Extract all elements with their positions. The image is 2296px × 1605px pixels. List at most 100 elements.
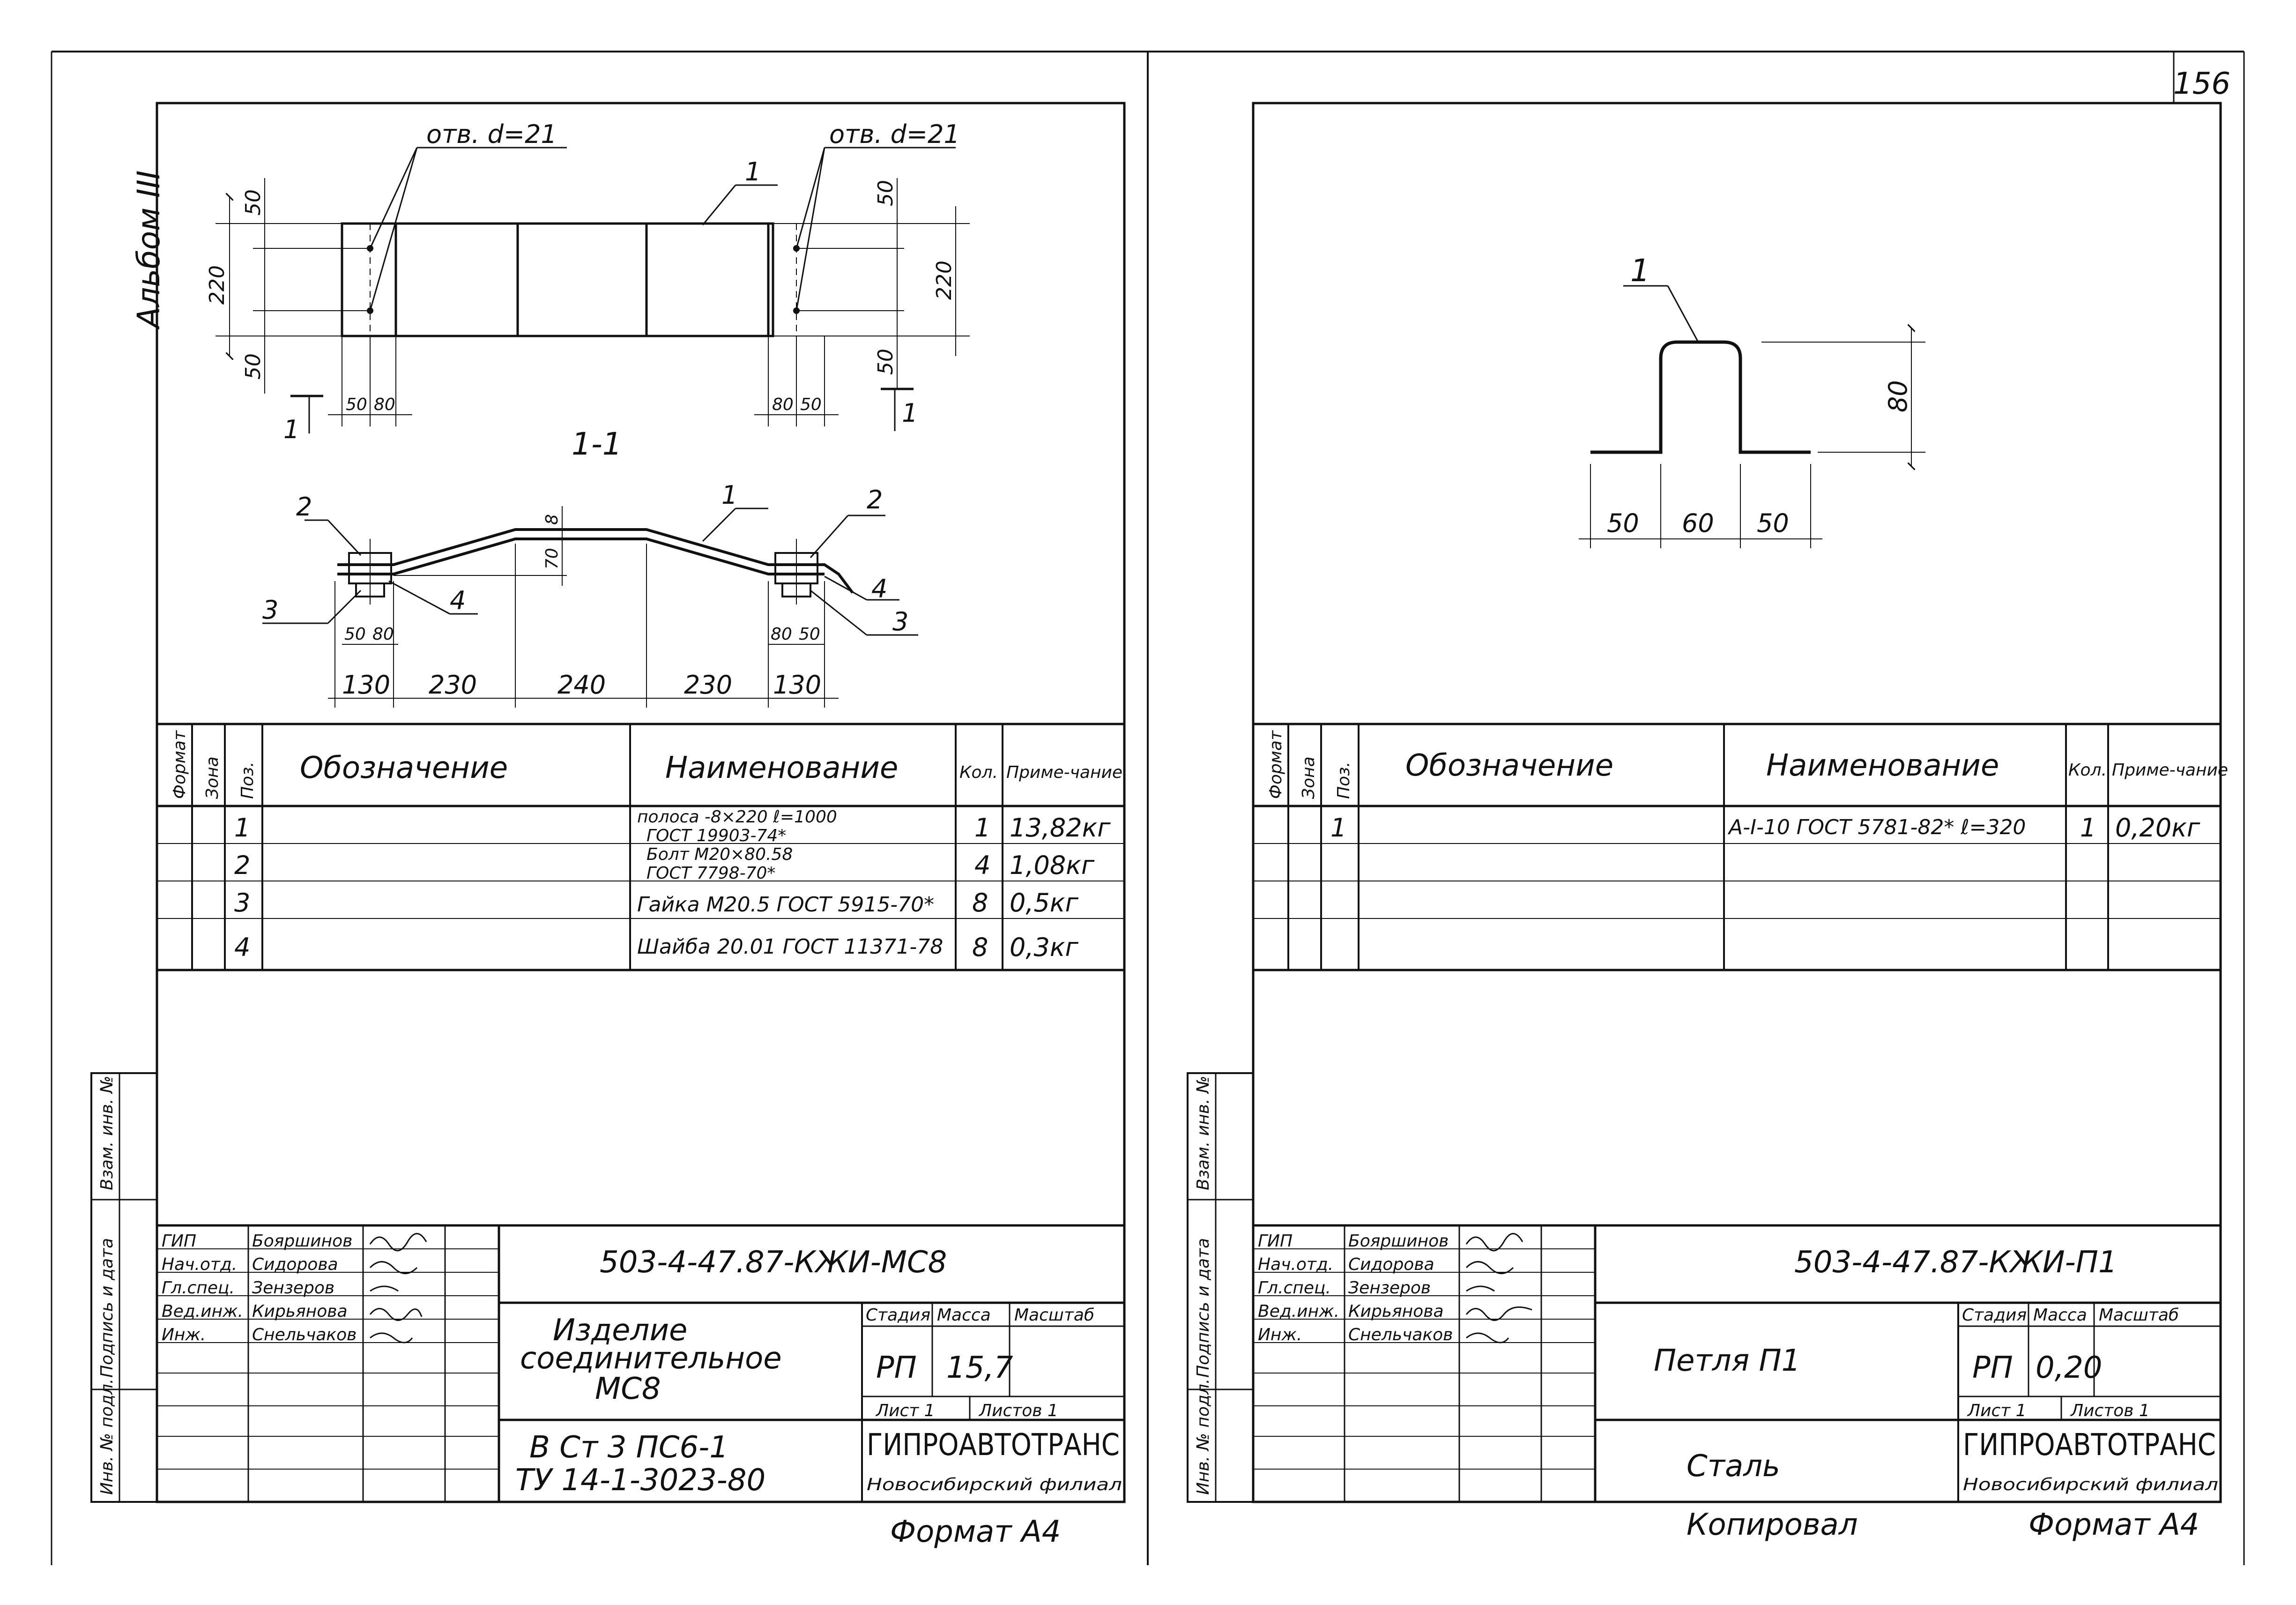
row2-name2: ГОСТ 7798-70* (646, 864, 775, 883)
tb-org: ГИПРОАВТОТРАНС (867, 1428, 1120, 1463)
hdr-note: Приме-чание (1006, 763, 1122, 782)
row1-note: 13,82кг (1010, 813, 1111, 843)
left-sheet: Альбом III отв. d=21 отв. d=21 (90, 102, 1126, 1549)
dim-plan-80-right: 80 (772, 395, 794, 414)
dim-plan-50-right: 50 (800, 395, 822, 414)
hdr-qty: Кол. (959, 763, 998, 782)
r-tb-sheets: Листов 1 (2070, 1401, 2150, 1420)
row2-name: Болт М20×80.58 (646, 845, 793, 864)
copied-by: Копировал (1687, 1508, 1858, 1542)
dim-8: 8 (542, 514, 562, 525)
right-spec-table: Формат Зона Поз. Обозначение Наименовани… (1253, 723, 2228, 971)
r-tb-name-3: Кирьянова (1348, 1302, 1444, 1321)
tb-name-0: Бояршинов (252, 1232, 352, 1251)
sec-pos-2-right: 2 (867, 485, 883, 515)
left-spec-table: Формат Зона Поз. Обозначение Наименовани… (157, 723, 1124, 971)
tb-material-1: ТУ 14-1-3023-80 (515, 1463, 765, 1498)
tb-role-3: Вед.инж. (162, 1302, 243, 1321)
dim-chain-130-right: 130 (773, 670, 821, 700)
sec-pos-2-left: 2 (296, 492, 312, 522)
loop-dim-80: 80 (1883, 380, 1913, 412)
loop-dim-50b: 50 (1757, 508, 1789, 538)
loop-drawing: 1 80 50 60 50 (1579, 253, 1925, 548)
tb-title-line-0: Изделие (553, 1313, 687, 1348)
sec-pos-3-left: 3 (262, 595, 278, 625)
row1-name: полоса -8×220 ℓ=1000 (637, 807, 837, 827)
r-tb-name-2: Зензеров (1348, 1278, 1431, 1298)
section-view: 2 3 4 1 2 4 3 8 70 50 80 (262, 480, 918, 708)
row3-name: Гайка М20.5 ГОСТ 5915-70* (637, 893, 934, 917)
album-label: Альбом III (131, 171, 167, 330)
tb-role-0: ГИП (162, 1232, 196, 1251)
left-title-block: 503-4-47.87-КЖИ-МС8 ГИП Нач.отд. Гл.спец… (157, 1224, 1124, 1549)
tb-material-0: В Ст 3 ПС6-1 (529, 1430, 728, 1465)
row4-pos: 4 (234, 933, 250, 962)
loop-pos-1: 1 (1630, 253, 1650, 289)
tb-stage: РП (876, 1351, 917, 1385)
row4-qty: 8 (972, 933, 988, 962)
page-number: 156 (2173, 67, 2230, 101)
section-title: 1-1 (572, 426, 622, 462)
dim-right-50-top: 50 (874, 180, 898, 206)
dim-chain-230-right: 230 (684, 670, 732, 700)
signature (1465, 1233, 1532, 1344)
r-tb-stage-h: Стадия (1962, 1306, 2027, 1325)
r-tb-role-2: Гл.спец. (1258, 1278, 1331, 1298)
tb-name-4: Снельчаков (252, 1325, 357, 1344)
right-side-stamp: Взам. инв. № Подпись и дата Инв. № подл. (1187, 1072, 1254, 1503)
tb-role-4: Инж. (162, 1325, 206, 1344)
r-tb-format: Формат А4 (2029, 1508, 2199, 1542)
row1-pos: 1 (234, 813, 250, 843)
right-title-block: 503-4-47.87-КЖИ-П1 ГИП Нач.отд. Гл.спец.… (1253, 1224, 2221, 1542)
r-tb-name-0: Бояршинов (1348, 1232, 1449, 1251)
r-tb-code: 503-4-47.87-КЖИ-П1 (1794, 1245, 2118, 1280)
r-hdr-qty: Кол. (2068, 761, 2107, 780)
dim-plan-50-left: 50 (346, 395, 367, 414)
tb-sheet: Лист 1 (875, 1401, 935, 1420)
dim-chain-130-left: 130 (342, 670, 390, 700)
dim-sec-80-left: 80 (372, 625, 394, 644)
dim-sec-50-left: 50 (344, 625, 366, 644)
section-mark-left: 1 (283, 415, 299, 444)
tb-scale-h: Масштаб (1014, 1306, 1094, 1325)
sec-pos-4-right: 4 (871, 574, 887, 604)
hdr-name: Наименование (665, 751, 898, 785)
tb-name-3: Кирьянова (252, 1302, 348, 1321)
tb-mass-h: Масса (937, 1306, 991, 1325)
r-hdr-format: Формат (1266, 730, 1285, 799)
r-row1-pos: 1 (1330, 813, 1346, 843)
loop-shape (1590, 340, 1811, 454)
dim-plan-80-left: 80 (374, 395, 395, 414)
hdr-pos: Поз. (238, 761, 257, 799)
dim-left-220: 220 (205, 265, 229, 305)
dim-sec-80-right: 80 (771, 625, 792, 644)
loop-dim-60: 60 (1682, 508, 1714, 538)
r-tb-sheet: Лист 1 (1967, 1401, 2027, 1420)
right-sheet: 1 80 50 60 50 (1187, 102, 2228, 1542)
tb-title-line-2: МС8 (595, 1372, 661, 1406)
row1-qty: 1 (974, 813, 990, 843)
tb-branch: Новосибирский филиал (867, 1475, 1122, 1494)
sec-pos-3-right: 3 (892, 607, 908, 636)
r-hdr-note: Приме-чание (2112, 761, 2228, 780)
r-row1-qty: 1 (2080, 813, 2096, 843)
row4-name: Шайба 20.01 ГОСТ 11371-78 (637, 935, 943, 959)
row2-note: 1,08кг (1010, 851, 1095, 880)
dim-chain-230-left: 230 (429, 670, 477, 700)
row1-name2: ГОСТ 19903-74* (646, 826, 786, 845)
row3-note: 0,5кг (1010, 888, 1078, 918)
r-tb-role-0: ГИП (1258, 1232, 1293, 1251)
r-tb-mass-h: Масса (2033, 1306, 2087, 1325)
dim-70: 70 (542, 548, 562, 569)
r-side-podpis: Подпись и дата (1194, 1238, 1213, 1378)
dim-left-50-top: 50 (241, 189, 265, 216)
hdr-zone: Зона (203, 756, 222, 799)
r-hdr-pos: Поз. (1334, 761, 1353, 799)
row3-pos: 3 (234, 888, 250, 918)
r-tb-material: Сталь (1687, 1449, 1780, 1484)
dim-right-50-bottom: 50 (874, 349, 898, 375)
hole-label-left: отв. d=21 (426, 119, 557, 149)
plan-pos-1: 1 (745, 157, 761, 187)
page-frame: 156 (51, 51, 2245, 1565)
sec-pos-4-left: 4 (450, 586, 466, 615)
